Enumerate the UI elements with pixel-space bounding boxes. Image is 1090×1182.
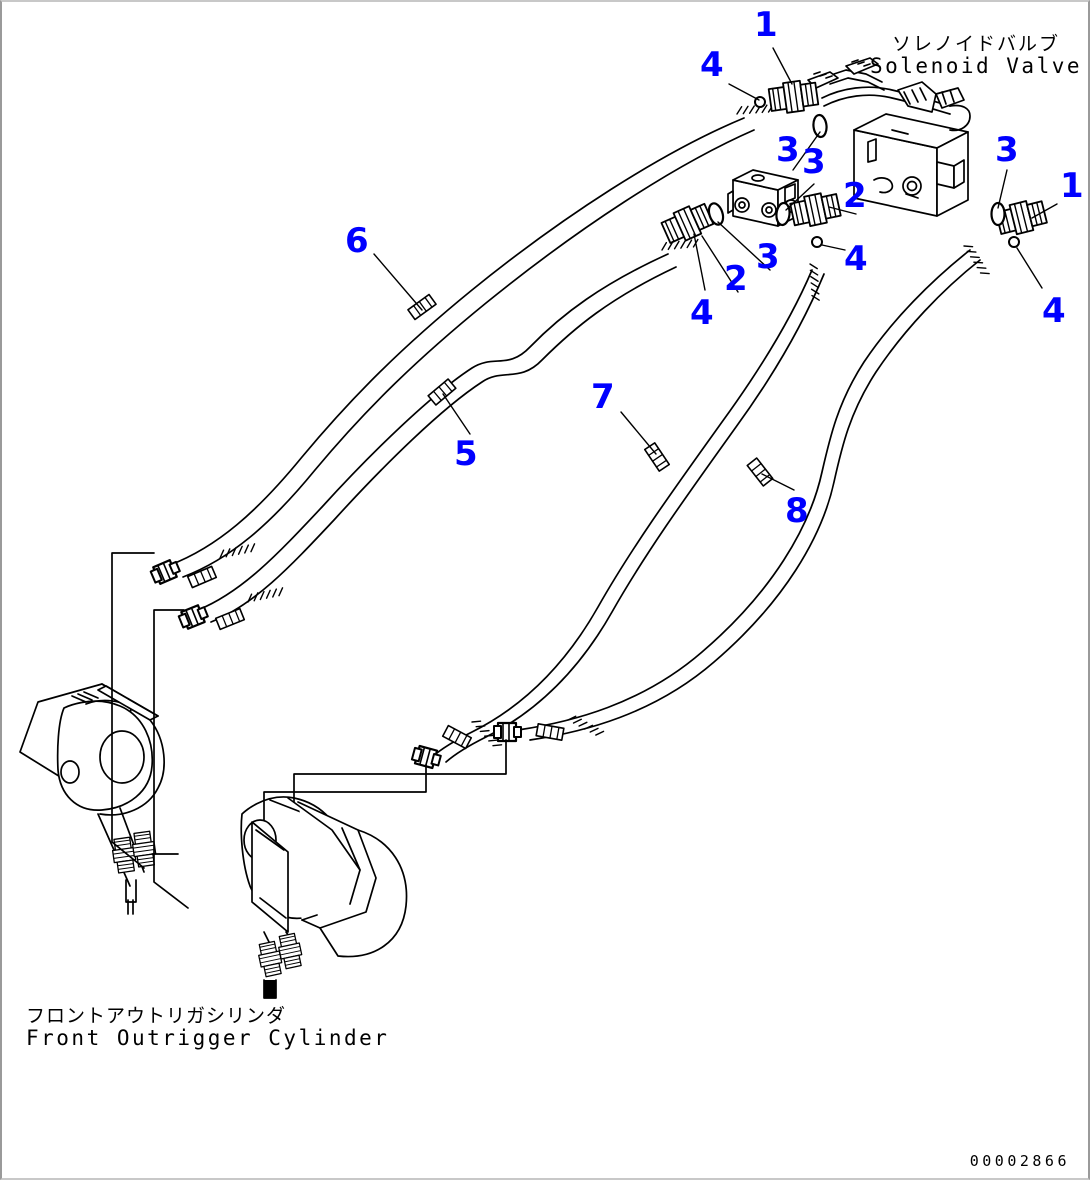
hydraulic-hose-8: [492, 241, 997, 743]
callout-7-hose: 7: [591, 377, 615, 417]
front-outrigger-cylinder-caption-english: Front Outrigger Cylinder: [26, 1026, 390, 1051]
hydraulic-hose-5: [176, 229, 701, 632]
hose-routing-lines: [111, 552, 507, 909]
callout-2-right: 2: [843, 176, 867, 216]
hydraulic-hose-6: [148, 94, 776, 589]
callout-6-hose: 6: [345, 221, 369, 261]
callout-4-center: 4: [844, 239, 868, 279]
callout-4-far-right: 4: [1042, 291, 1066, 331]
leader-lines: [373, 47, 1058, 491]
front-outrigger-cylinder-caption: フロントアウトリガシリンダ Front Outrigger Cylinder: [26, 1005, 390, 1051]
front-outrigger-cylinder-caption-japanese: フロントアウトリガシリンダ: [26, 1005, 287, 1027]
front-outrigger-cylinder-right: [240, 796, 408, 999]
solenoid-valve-caption-english: Solenoid Valve: [870, 54, 1083, 79]
callout-3-far-right: 3: [995, 130, 1019, 170]
callout-3-upper-a: 3: [776, 130, 800, 170]
callout-1-top: 1: [754, 5, 778, 45]
callout-8-hose: 8: [785, 491, 809, 531]
fitting-assembly-top: [767, 77, 820, 116]
callout-3-lower: 3: [756, 237, 780, 277]
callout-3-upper-b: 3: [802, 142, 826, 182]
front-outrigger-cylinder-left: [19, 683, 179, 915]
wire-harness: [807, 57, 971, 132]
o-ring-top: [811, 113, 829, 139]
callout-2-left: 2: [724, 259, 748, 299]
solenoid-valve-body: [853, 113, 969, 217]
callout-4-left: 4: [690, 293, 714, 333]
callout-4-top-left: 4: [700, 45, 724, 85]
solenoid-valve-caption-japanese: ソレノイドバルブ: [892, 33, 1061, 55]
hydraulic-hose-7: [410, 261, 830, 771]
drawing-number: 00002866: [969, 1152, 1070, 1170]
callout-5-hose: 5: [454, 434, 478, 474]
fitting-assembly-left: [658, 199, 716, 248]
solenoid-valve-caption: ソレノイドバルブ Solenoid Valve: [870, 33, 1083, 79]
callout-1-far-right: 1: [1060, 166, 1084, 206]
